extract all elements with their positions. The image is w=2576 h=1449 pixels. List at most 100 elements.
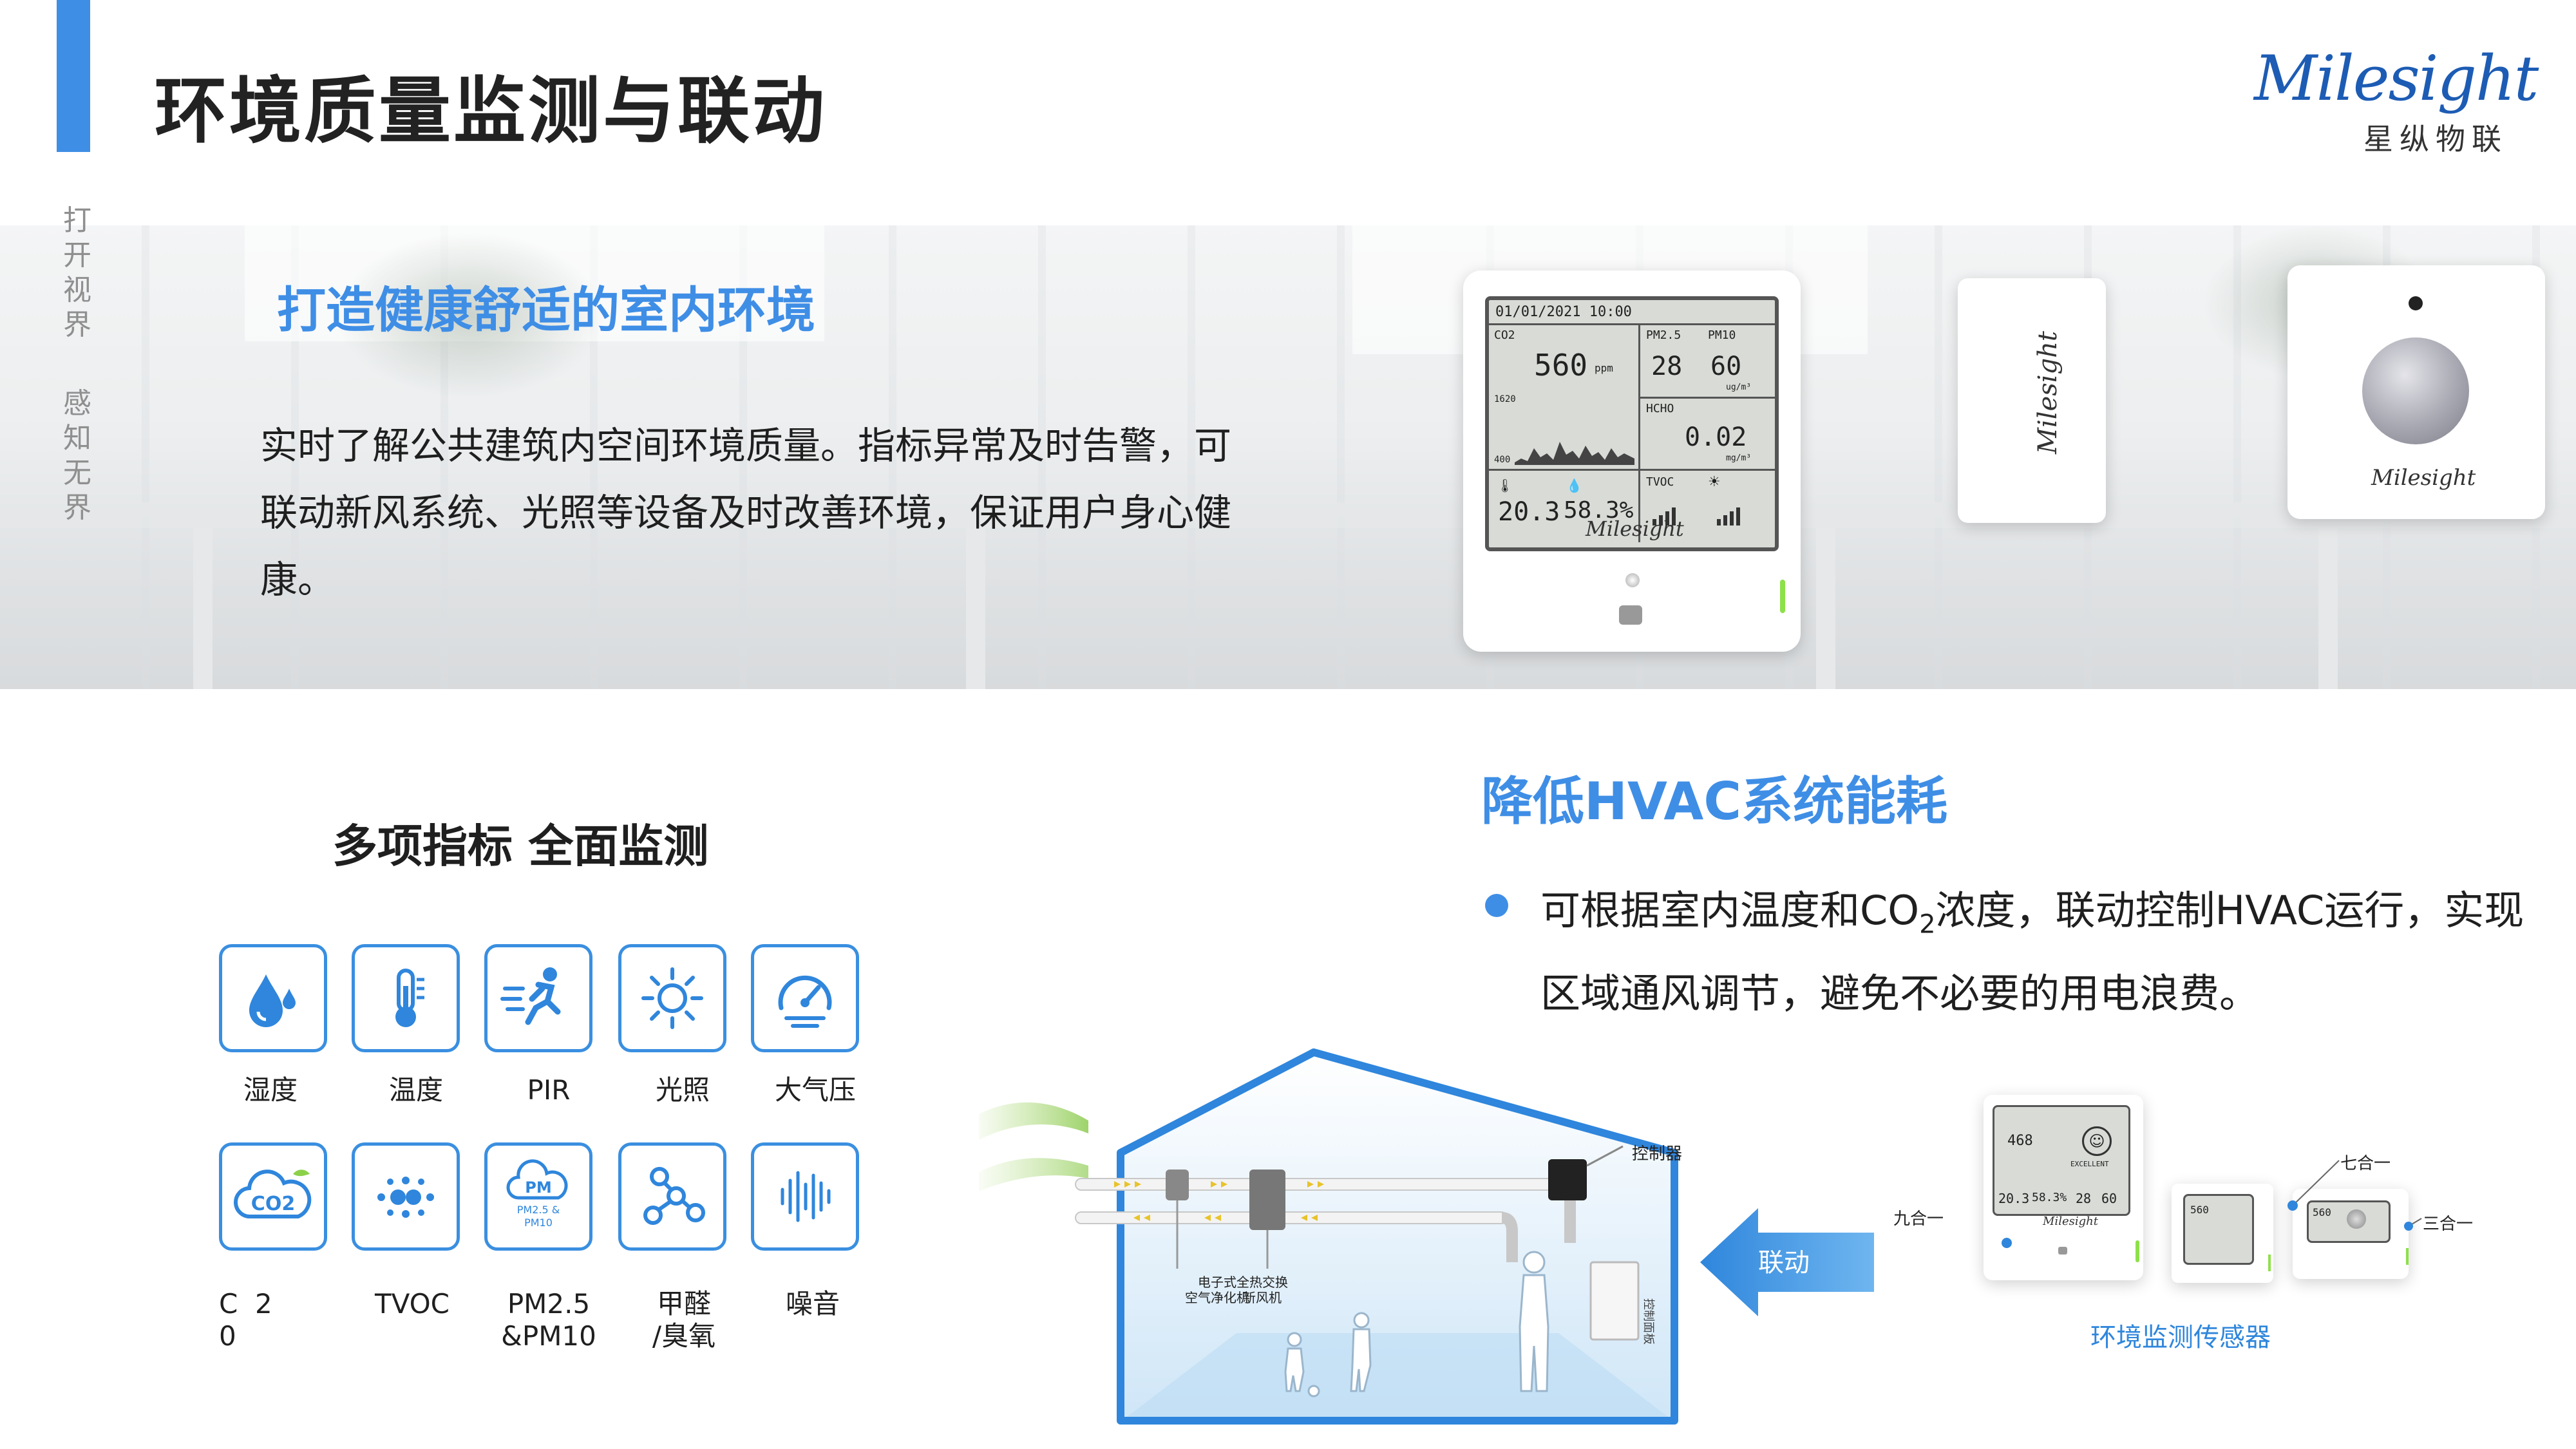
screen-pm-unit: ug/m³ [1726, 383, 1752, 392]
pir-lens [2362, 337, 2469, 444]
svg-text:CO2: CO2 [251, 1193, 295, 1215]
magnetic-contact-sensor: Milesight [1958, 278, 2106, 523]
formaldehyde-icon-box [618, 1142, 726, 1251]
hvac-description: 可根据室内温度和CO2浓度，联动控制HVAC运行，实现区域通风调节，避免不必要的… [1540, 887, 2524, 1018]
screen-co2-graph [1515, 442, 1634, 465]
tvoc-dots-icon [377, 1177, 434, 1218]
screen-hum-value: 58.3% [1564, 497, 1634, 524]
screen-time: 10:00 [1589, 304, 1632, 320]
iaq-device-brand: Milesight [1586, 516, 1684, 541]
metric-label-temperature: 温度 [388, 1074, 443, 1106]
metric-label-co2: C 2 0 [219, 1288, 272, 1352]
screen-hcho-value: 0.02 [1685, 422, 1747, 452]
pm-cloud-icon: PM PM2.5 & PM10 [506, 1159, 568, 1229]
thermometer-icon [395, 969, 424, 1027]
mini-temp-value: 20.3 [1998, 1191, 2030, 1206]
brand-logo-subtitle: 星纵物联 [2363, 122, 2508, 156]
banner-desk-leg [1816, 528, 1835, 689]
noise-icon-box [751, 1142, 859, 1251]
banner-plant [335, 232, 605, 399]
pressure-gauge-icon [778, 975, 832, 1028]
sun-icon [641, 967, 703, 1029]
screen-co2-unit: ppm [1595, 362, 1613, 374]
banner-description: 实时了解公共建筑内空间环境质量。指标异常及时告警，可联动新风系统、光照等设备及时… [260, 424, 1232, 601]
hvac-title: 降低HVAC系统能耗 [1481, 772, 1948, 831]
screen-pm25-label: PM2.5 [1646, 328, 1681, 342]
monitoring-title: 多项指标 全面监测 [332, 820, 709, 873]
screen-temp-value: 20.3 [1498, 497, 1560, 527]
screen-thermometer-icon: 🌡 [1497, 478, 1513, 493]
bullet-dot [1485, 894, 1508, 917]
molecule-icon [643, 1167, 705, 1225]
office-banner [0, 225, 2576, 689]
metric-label-formaldehyde: 甲醛 /臭氧 [652, 1288, 716, 1352]
seven-in-one-sensor: 560 [2172, 1184, 2273, 1283]
co2-cloud-icon: CO2 [234, 1170, 312, 1219]
mini-pm10-value: 60 [2101, 1191, 2117, 1206]
metric-label-pm: PM2.5 &PM10 [501, 1288, 596, 1352]
pressure-icon-box [751, 944, 859, 1052]
screen-hcho-label: HCHO [1646, 402, 1674, 415]
controller-label: 控制器 [1632, 1144, 1682, 1164]
header-accent-bar [57, 0, 90, 152]
running-person-icon [500, 967, 561, 1025]
screen-co2-label: CO2 [1494, 328, 1515, 342]
tvoc-icon-box [352, 1142, 460, 1251]
screen-graph-min: 400 [1494, 455, 1511, 465]
nine-in-one-sensor: 468 ☺ EXCELLENT 20.3 58.3% 28 60 Milesig… [1984, 1095, 2143, 1280]
metric-label-pir: PIR [527, 1074, 571, 1106]
exchanger-label-line1: 全热交换 [1236, 1274, 1288, 1290]
banner-desk-leg [2318, 528, 2338, 689]
seven-in-one-label: 七合一 [2340, 1154, 2391, 1173]
metric-label-tvoc: TVOC [374, 1288, 450, 1320]
banner-heading: 打造健康舒适的室内环境 [277, 281, 815, 339]
humidity-icon-box [219, 944, 327, 1052]
mini-co2-value: 468 [2007, 1133, 2033, 1149]
svg-text:PM2.5 &: PM2.5 & [517, 1204, 560, 1216]
three-in-one-sensor: 560 [2293, 1189, 2409, 1279]
metric-label-pressure: 大气压 [774, 1074, 856, 1106]
screen-pm25-value: 28 [1651, 352, 1683, 381]
link-arrow-icon [1700, 1208, 1874, 1316]
purifier-label-line2: 空气净化机 [1185, 1290, 1249, 1305]
mini-pm25-value: 28 [2076, 1191, 2092, 1206]
smile-icon: ☺ [2082, 1126, 2112, 1156]
svg-text:PM: PM [525, 1179, 551, 1197]
screen-graph-max: 1620 [1494, 394, 1516, 404]
sensor-callout-lines [2287, 1160, 2422, 1231]
hvac-house-diagram: 电子式 空气净化机 全热交换 新风机 控制器 控制面板 [979, 1048, 1682, 1425]
iaq-sensor-device: 01/01/2021 10:00 CO2 560 ppm 1620 400 PM… [1463, 270, 1801, 652]
mini-hum-value: 58.3% [2032, 1191, 2067, 1204]
svg-text:PM10: PM10 [524, 1217, 553, 1229]
mini-excellent-label: EXCELLENT [2070, 1160, 2109, 1168]
link-label: 联动 [1758, 1248, 1810, 1278]
brand-logo: Milesight [2254, 43, 2539, 115]
temperature-icon-box [352, 944, 460, 1052]
iaq-sensor-screen: 01/01/2021 10:00 CO2 560 ppm 1620 400 PM… [1485, 296, 1779, 551]
screen-pm10-value: 60 [1710, 352, 1742, 381]
side-tag-perceive: 感知无界 [63, 387, 91, 524]
pir-sensor-device: Milesight [2287, 265, 2545, 519]
screen-light-icon: ☀ [1708, 474, 1721, 490]
sensor-caption: 环境监测传感器 [2090, 1323, 2271, 1352]
screen-level-bars [1653, 507, 1740, 526]
light-icon-box [618, 944, 726, 1052]
side-tag-open-view: 打开视界 [63, 204, 91, 341]
screen-humidity-icon: 💧 [1566, 478, 1582, 493]
pir-device-brand: Milesight [2371, 465, 2476, 491]
exchanger-label-line2: 新风机 [1243, 1290, 1282, 1305]
metric-label-humidity: 湿度 [243, 1074, 298, 1106]
banner-desk [0, 502, 2576, 528]
banner-overlay [0, 225, 2576, 689]
pm-icon-box: PM PM2.5 & PM10 [484, 1142, 592, 1251]
humidity-drop-icon [249, 974, 296, 1027]
nine-in-one-label: 九合一 [1893, 1209, 1944, 1229]
screen-date: 01/01/2021 [1495, 304, 1581, 320]
pir-indicator [2409, 296, 2423, 310]
banner-desk-leg [966, 528, 985, 689]
screen-pm10-label: PM10 [1708, 328, 1736, 342]
screen-hcho-unit: mg/m³ [1726, 453, 1752, 463]
control-panel-label: 控制面板 [1642, 1298, 1655, 1345]
contact-sensor-brand: Milesight [2033, 331, 2063, 454]
metric-label-light: 光照 [655, 1074, 710, 1106]
